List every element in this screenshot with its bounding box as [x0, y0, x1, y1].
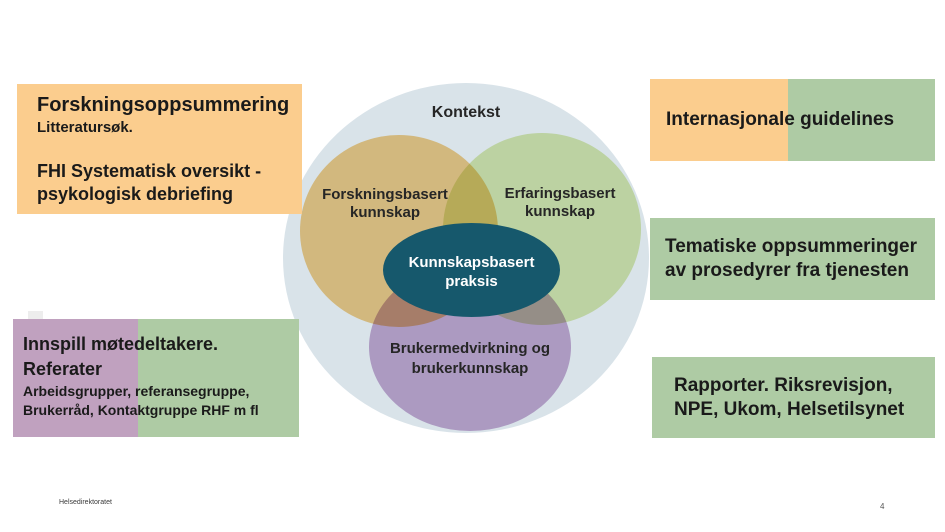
rapporter-line1: Rapporter. Riksrevisjon,: [674, 374, 893, 396]
innspill-title-line1: Innspill møtedeltakere.: [23, 334, 219, 354]
venn-center-label-line2: praksis: [445, 273, 498, 290]
venn-brukermedvirkning-label: Brukermedvirkning og brukerkunnskap: [360, 339, 580, 379]
venn-kontekst-label: Kontekst: [431, 104, 501, 121]
forskningsoppsummering-title: Forskningsoppsummering: [37, 94, 290, 116]
litteratursok-text: Litteratursøk.: [37, 119, 133, 136]
innspill-detail-line2: Brukerråd, Kontaktgruppe RHF m fl: [23, 402, 259, 418]
forskningsoppsummering-box: Forskningsoppsummering Litteratursøk. FH…: [17, 84, 302, 214]
split-background: [650, 79, 935, 161]
innspill-title-line2: Referater: [23, 359, 103, 379]
rapporter-box: Rapporter. Riksrevisjon, NPE, Ukom, Hels…: [652, 357, 935, 438]
tematiske-line2: av prosedyrer fra tjenesten: [665, 260, 909, 281]
innspill-detail-line1: Arbeidsgrupper, referansegruppe,: [23, 383, 250, 399]
internasjonale-guidelines-label: Internasjonale guidelines: [666, 109, 895, 130]
venn-erfaringsbasert-line1: Erfaringsbasert: [504, 185, 616, 202]
tematiske-oppsummeringer-box: Tematiske oppsummeringer av prosedyrer f…: [650, 218, 935, 300]
fhi-oversikt-line2: psykologisk debriefing: [37, 184, 234, 204]
venn-erfaringsbasert-line2: kunnskap: [524, 203, 596, 220]
internasjonale-guidelines-box: Internasjonale guidelines: [650, 79, 935, 161]
venn-center-label-line1: Kunnskapsbasert: [408, 254, 535, 271]
slide-page-number: 4: [880, 502, 885, 511]
stray-light-rectangle: [28, 311, 43, 319]
venn-forskningsbasert-line2: kunnskap: [349, 204, 421, 221]
purple-half: [13, 319, 138, 437]
venn-brukermedvirkning-line1: Brukermedvirkning og: [389, 340, 551, 357]
venn-forskningsbasert-label: Forskningsbasert kunnskap: [285, 186, 485, 222]
rapporter-line2: NPE, Ukom, Helsetilsynet: [674, 398, 905, 420]
venn-brukermedvirkning-line2: brukerkunnskap: [411, 360, 529, 377]
venn-center-ellipse: Kunnskapsbasert praksis: [383, 223, 560, 317]
green-half: [138, 319, 299, 437]
helsedirektoratet-logo-text: Helsedirektoratet: [59, 499, 112, 506]
green-half: [788, 79, 935, 161]
fhi-oversikt-line1: FHI Systematisk oversikt -: [37, 161, 262, 181]
orange-half: [650, 79, 788, 161]
innspill-motedeltakere-box: Innspill møtedeltakere. Referater Arbeid…: [13, 319, 299, 437]
venn-forskningsbasert-line1: Forskningsbasert: [322, 186, 448, 203]
tematiske-line1: Tematiske oppsummeringer: [665, 236, 918, 257]
split-background: [13, 319, 299, 437]
venn-erfaringsbasert-label: Erfaringsbasert kunnskap: [460, 185, 660, 221]
spacer: [37, 138, 290, 160]
